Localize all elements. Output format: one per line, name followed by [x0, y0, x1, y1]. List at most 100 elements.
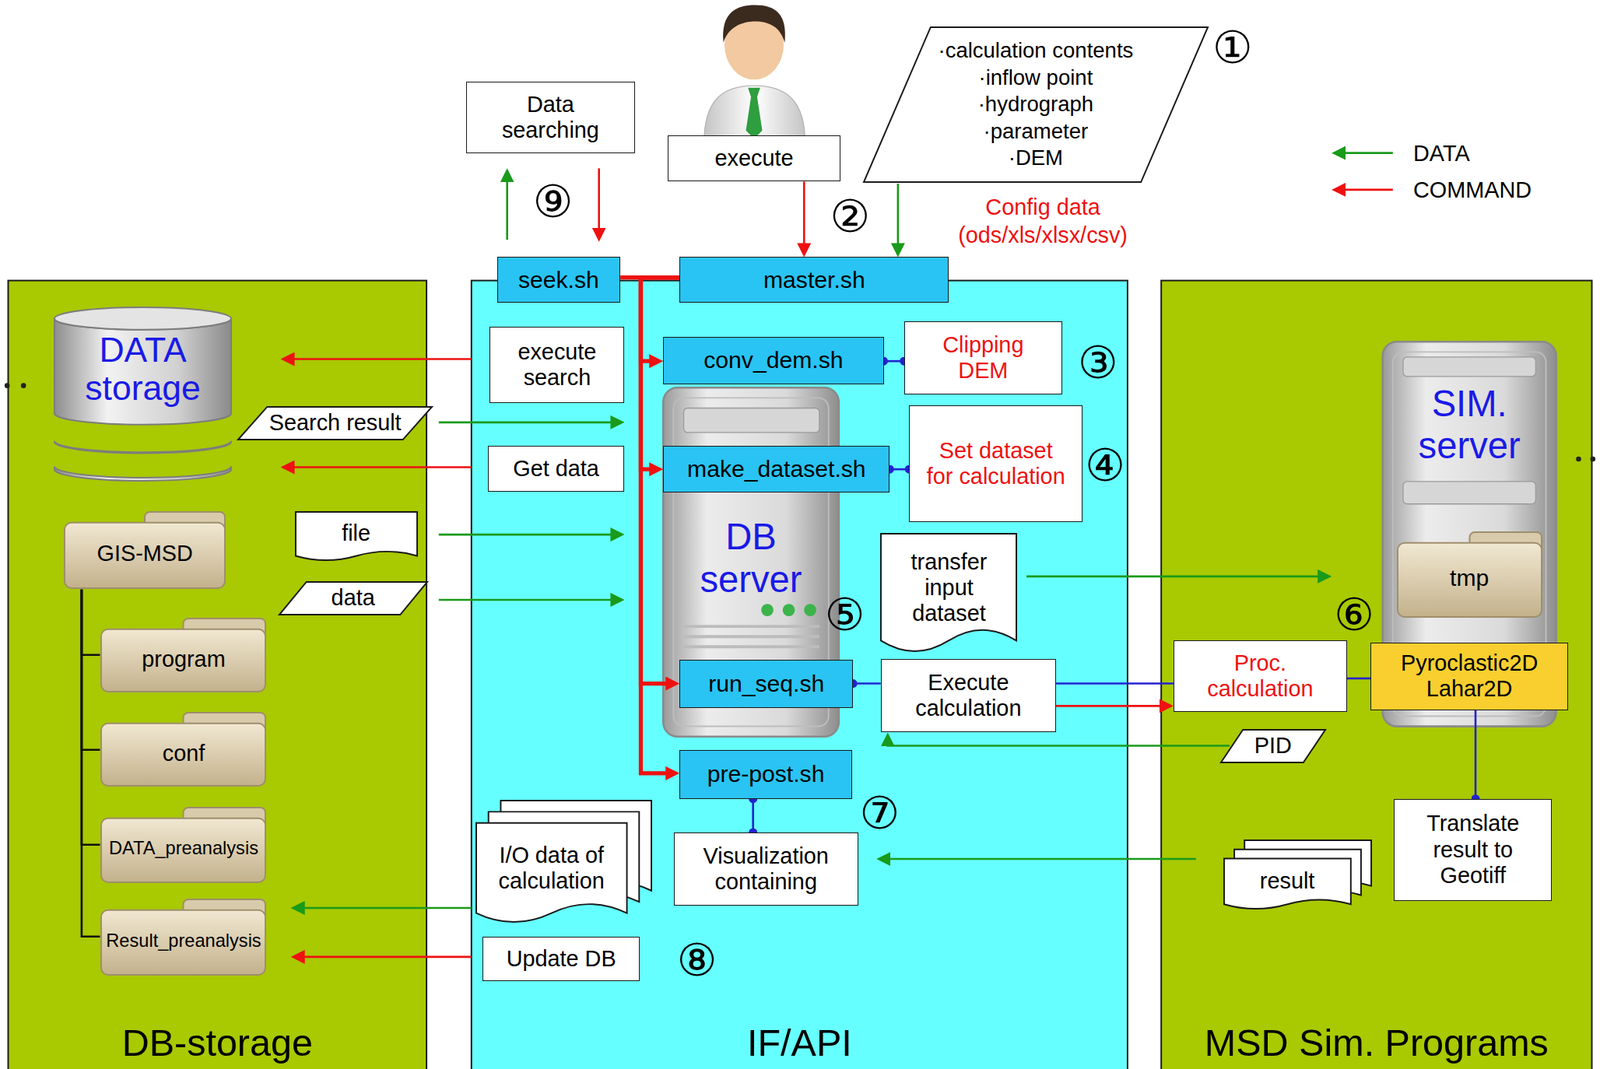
connector	[81, 589, 101, 937]
connector	[597, 168, 600, 236]
connector	[1474, 710, 1478, 800]
callout-number: ⑨	[533, 179, 574, 225]
process-box: execute search	[489, 326, 625, 404]
program-box: Pyroclastic2D Lahar2D	[1370, 642, 1569, 711]
panel-title: DB-storage	[122, 1021, 313, 1066]
connector	[889, 468, 909, 471]
node-label: seek.sh	[518, 266, 600, 295]
document-stack: I/O data of calculation	[474, 799, 653, 924]
legend-label: COMMAND	[1413, 178, 1532, 201]
folder-body	[101, 818, 266, 883]
connector	[803, 181, 806, 251]
connector	[438, 533, 619, 537]
node-label: Clipping DEM	[932, 332, 1035, 384]
node-label: ·DEM	[1008, 144, 1064, 172]
node-label: master.sh	[763, 266, 866, 295]
panel: tmp SIM. serverProc. calculation Pyroclast…	[1161, 280, 1592, 1069]
callout-number: ①	[1212, 25, 1253, 71]
dot	[21, 382, 27, 389]
connector	[852, 682, 881, 685]
document-outline	[1224, 858, 1351, 909]
script-box: seek.sh	[497, 256, 622, 303]
process-box: Visualization containing	[673, 832, 859, 906]
connector	[287, 466, 472, 469]
connector	[287, 357, 472, 361]
dot	[4, 382, 11, 389]
folder-icon: program	[99, 617, 267, 694]
script-box: conv_dem.sh	[663, 336, 884, 386]
node-label: ·inflow point	[978, 64, 1093, 92]
connector	[1056, 682, 1174, 685]
connector	[882, 858, 1196, 861]
folder-body	[1397, 543, 1542, 618]
panel-ground	[1161, 280, 1592, 1069]
document-outline	[476, 822, 628, 922]
process-box: Proc. calculation	[1173, 640, 1348, 713]
connector	[751, 799, 755, 833]
process-box: Clipping DEM	[904, 321, 1063, 395]
node-label: Data searching	[494, 91, 607, 144]
node-label: Execute calculation	[901, 670, 1035, 722]
parallelogram-outline	[1221, 729, 1326, 763]
connector	[897, 183, 900, 251]
node-label: ·hydrograph	[978, 91, 1094, 118]
node-label: I/O data of calculation	[484, 842, 618, 895]
node-label: tmp	[1449, 564, 1489, 593]
node-label: Set dataset for calculation	[924, 438, 1068, 490]
folder-icon: DATA_preanalysis	[99, 806, 267, 885]
connector	[1026, 575, 1326, 579]
legend-swatch	[1337, 189, 1393, 192]
node-label: PID	[1254, 733, 1292, 759]
callout-number: ⑥	[1333, 592, 1375, 639]
annotation: Config data	[985, 196, 1100, 219]
node-label: DB server	[689, 515, 812, 601]
folder-icon: GIS-MSD	[63, 510, 227, 590]
parallelogram-outline	[863, 27, 1208, 183]
user-figure	[704, 5, 806, 144]
annotation: (ods/xls/xlsx/csv)	[957, 223, 1128, 246]
data-parallelogram: PID	[1219, 728, 1327, 765]
callout-number: ③	[1077, 340, 1119, 386]
node-label: run_seq.sh	[708, 670, 825, 699]
server-led	[761, 603, 774, 617]
folder-icon: Result_preanalysis	[99, 898, 267, 977]
data-parallelogram: Search result	[236, 405, 434, 442]
panel-ground	[7, 280, 427, 1069]
connector	[884, 360, 905, 363]
script-box: pre-post.sh	[679, 750, 853, 800]
script-box: run_seq.sh	[679, 659, 853, 709]
user-tie	[746, 87, 763, 140]
panel-title: MSD Sim. Programs	[1204, 1021, 1549, 1066]
node-label: Result_preanalysis	[105, 930, 261, 952]
folder-body	[64, 522, 225, 588]
node-label: conf	[162, 740, 206, 767]
connector	[438, 599, 619, 602]
connector	[297, 956, 472, 959]
server-slot	[684, 407, 820, 432]
parallelogram-outline	[238, 406, 432, 439]
server-slot	[1403, 357, 1536, 377]
script-box: make_dataset.sh	[663, 445, 890, 493]
node-label: Get data	[512, 456, 600, 482]
node-label: Visualization containing	[684, 843, 848, 895]
document-outline	[295, 512, 418, 561]
panel-title: IF/API	[747, 1021, 853, 1066]
database-cylinder: DATA storage	[52, 305, 233, 480]
process-box: Get data	[487, 445, 625, 492]
node-label: ·parameter	[983, 118, 1089, 145]
node-label: SIM. server	[1403, 382, 1536, 468]
server-led	[782, 603, 796, 617]
legend-swatch	[1337, 151, 1393, 155]
document-stack: result	[1222, 838, 1373, 911]
folder-body	[101, 629, 266, 692]
node-label: Search result	[269, 410, 402, 436]
node-label: Update DB	[506, 946, 617, 972]
callout-number: ②	[829, 194, 871, 240]
folder-icon: tmp	[1396, 530, 1544, 619]
node-label: DATA storage	[66, 330, 220, 408]
callout-number: ⑧	[677, 938, 718, 984]
vent	[684, 635, 820, 639]
connector	[1347, 677, 1371, 681]
process-box: Update DB	[482, 936, 640, 983]
